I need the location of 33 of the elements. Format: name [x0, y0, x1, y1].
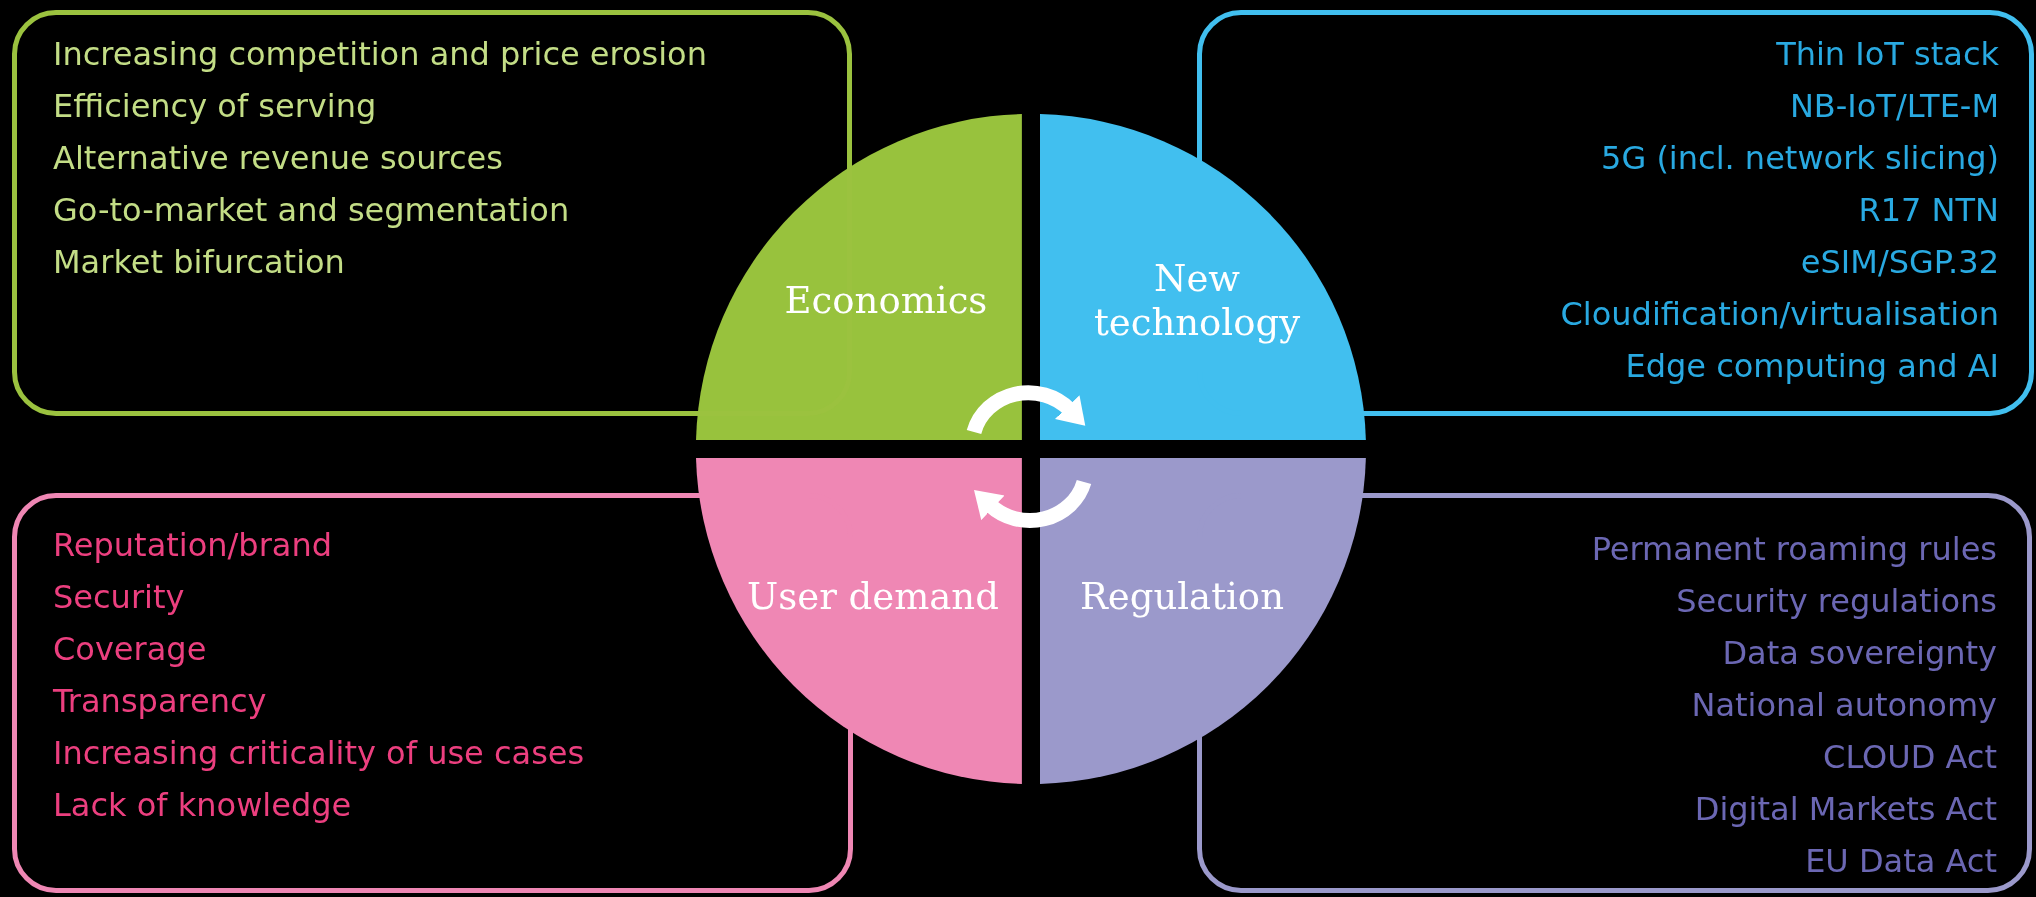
list-item: NB-IoT/LTE-M: [1789, 86, 1999, 127]
segment-label: Regulation: [1079, 575, 1285, 619]
list-item: Digital Markets Act: [1694, 789, 1997, 830]
quarter-circle-segment: [1040, 458, 1366, 784]
quarter-circle-segment: [696, 114, 1022, 440]
list-item: Data sovereignty: [1722, 633, 1997, 674]
list-item: Increasing criticality of use cases: [53, 733, 585, 774]
segment-label: Economics: [783, 279, 989, 323]
quarter-circle-segment: [1040, 114, 1366, 440]
list-item: 5G (incl. network slicing): [1601, 138, 1999, 179]
list-item: eSIM/SGP.32: [1800, 242, 1999, 283]
segment-label: New technology: [1092, 257, 1302, 345]
quarter-circle-segment: [696, 458, 1022, 784]
list-item: Thin IoT stack: [1776, 34, 1999, 75]
list-item: Security: [53, 577, 185, 618]
list-item: Market bifurcation: [53, 242, 345, 283]
list-item: Security regulations: [1676, 581, 1997, 622]
list-item: CLOUD Act: [1823, 737, 1997, 778]
list-item: Cloudification/virtualisation: [1560, 294, 1999, 335]
list-item: Edge computing and AI: [1625, 346, 1999, 387]
list-item: Go-to-market and segmentation: [53, 190, 570, 231]
list-item: Efficiency of serving: [53, 86, 377, 127]
list-item: Permanent roaming rules: [1591, 529, 1997, 570]
list-item: EU Data Act: [1805, 841, 1997, 882]
list-item: National autonomy: [1691, 685, 1997, 726]
list-item: Alternative revenue sources: [53, 138, 503, 179]
list-item: Coverage: [53, 629, 207, 670]
list-item: Lack of knowledge: [53, 785, 352, 826]
segment-label: User demand: [746, 575, 1000, 619]
list-item: Transparency: [53, 681, 267, 722]
list-item: Reputation/brand: [53, 525, 332, 566]
list-item: Increasing competition and price erosion: [53, 34, 707, 75]
list-item: R17 NTN: [1858, 190, 1999, 231]
